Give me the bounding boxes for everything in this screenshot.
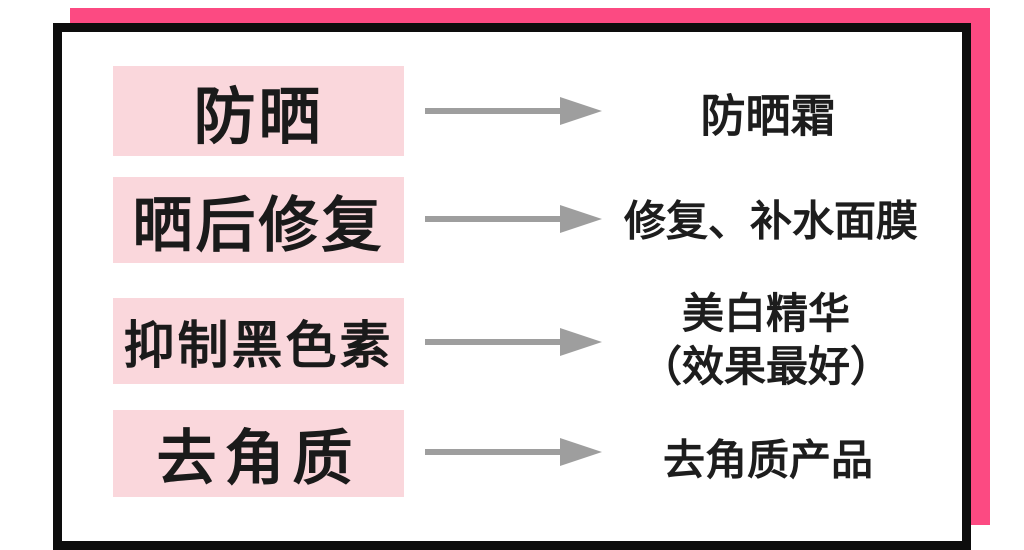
need-label-text: 晒后修复 bbox=[132, 191, 385, 259]
product-text-line: 防晒霜 bbox=[700, 90, 836, 142]
need-label-after-sun-repair: 晒后修复 bbox=[113, 177, 404, 263]
product-text-repair-mask: 修复、补水面膜 bbox=[624, 195, 918, 248]
need-label-sun-protection: 防晒 bbox=[113, 66, 404, 156]
product-text-sunscreen: 防晒霜 bbox=[700, 90, 835, 143]
need-label-exfoliate: 去角质 bbox=[113, 410, 404, 497]
need-label-text: 防晒 bbox=[193, 83, 324, 152]
product-text-line: 去角质产品 bbox=[662, 436, 874, 484]
need-label-inhibit-melanin: 抑制黑色素 bbox=[113, 298, 404, 384]
need-label-text: 抑制黑色素 bbox=[123, 317, 394, 374]
product-text-exfoliating-products: 去角质产品 bbox=[663, 434, 873, 487]
right-arrow-icon bbox=[425, 205, 602, 233]
right-arrow-icon bbox=[425, 97, 602, 125]
product-text-line2: （效果最好） bbox=[639, 343, 893, 390]
product-text-line: 修复、补水面膜 bbox=[623, 197, 919, 245]
product-text-line: 美白精华 bbox=[681, 290, 851, 337]
product-text-whitening-essence: 美白精华 （效果最好） bbox=[640, 287, 892, 393]
need-label-text: 去角质 bbox=[156, 425, 361, 492]
right-arrow-icon bbox=[425, 328, 602, 356]
right-arrow-icon bbox=[425, 438, 602, 466]
